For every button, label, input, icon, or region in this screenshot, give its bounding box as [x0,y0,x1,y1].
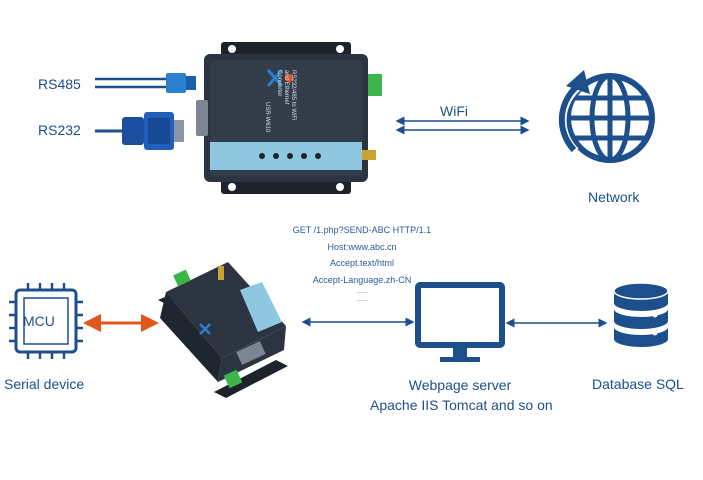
http-line: GET /1.php?SEND-ABC HTTP/1.1 [292,225,432,235]
http-line: ...... [356,296,368,303]
rs232-connector [95,112,184,150]
wifi-link [395,116,530,135]
mcu-chip-icon [9,283,83,359]
mcu-label: MCU [23,313,55,329]
device-text-line1: RS232/485 to WiFi [290,70,296,121]
webpage-server-sub: Apache IIS Tomcat and so on [370,397,553,413]
http-line: Accept-Language.zh-CN [312,274,412,285]
http-line: Host:www.abc.cn [327,241,397,252]
device-brand: USR-W610 [264,102,270,133]
monitor-icon [415,282,505,362]
rs485-label: RS485 [38,76,81,92]
serial-device-label: Serial device [4,376,85,392]
device-text-line2: and Ethernet [283,70,289,105]
device-printed-text: RS232/485 to WiFi and Ethernet Converter [275,70,296,120]
http-request-block: GET /1.php?SEND-ABC HTTP/1.1 Host:www.ab… [262,222,462,304]
rs232-label: RS232 [38,122,81,138]
http-line: ...... [356,288,368,295]
database-icon [613,282,669,347]
network-label: Network [588,189,640,205]
globe-icon [556,70,655,163]
http-line: Accept.text/html [329,258,395,268]
database-label: Database SQL [592,376,684,392]
top-converter-device [196,42,382,194]
webpage-server-label: Webpage server [408,377,512,393]
device-text-line3: Converter [276,70,282,97]
wifi-label: WiFi [440,103,468,119]
bottom-converter-device [158,262,288,398]
rs485-cable [95,73,196,93]
